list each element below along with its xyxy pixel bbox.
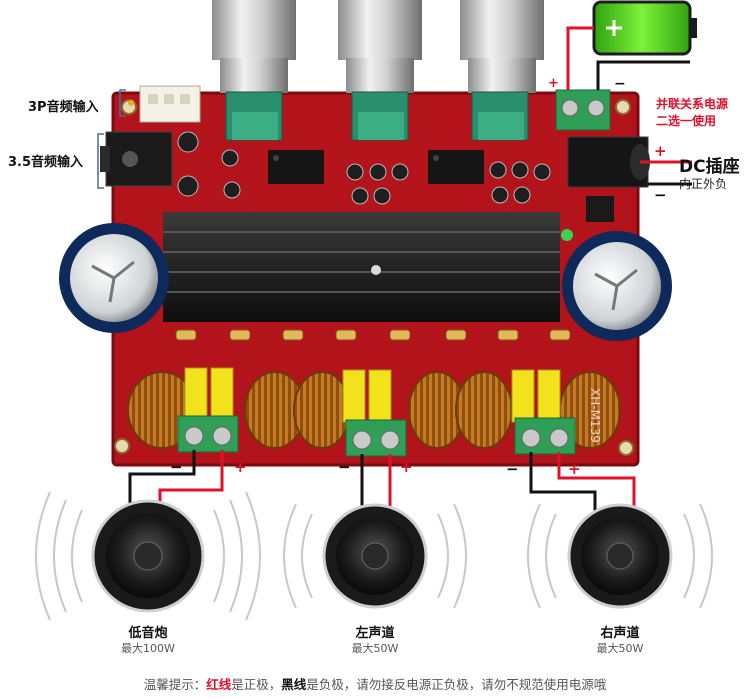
power-note-line2: 二选一使用	[656, 114, 717, 128]
sub-plus-sign: +	[234, 458, 247, 476]
battery-plus-sign: +	[548, 76, 559, 91]
power-wires	[566, 26, 692, 186]
filter-capacitor-left	[59, 223, 169, 333]
filter-capacitor-right	[562, 231, 672, 341]
speaker-subwoofer-power: 最大100W	[121, 642, 175, 655]
speaker-left-name: 左声道	[355, 626, 395, 641]
left-minus-sign: −	[338, 458, 351, 476]
speaker-left	[322, 503, 428, 609]
speaker-subwoofer	[91, 499, 205, 613]
input-pointers	[128, 100, 134, 106]
chip-left	[268, 150, 324, 184]
diode	[586, 196, 614, 222]
heatsink	[163, 212, 560, 322]
dc-plus-sign: +	[654, 142, 667, 160]
footer-part2: 是负极，请勿接反电源正负极，请勿不规范使用电源哦	[306, 677, 607, 692]
label-3p-input: 3P音频输入	[28, 100, 99, 115]
terminal-right[interactable]	[514, 417, 576, 455]
volume-knob[interactable]	[212, 0, 296, 141]
bass-knob[interactable]	[338, 0, 422, 141]
chip-right	[428, 150, 484, 184]
3p-audio-connector[interactable]	[139, 85, 201, 123]
sound-waves	[35, 491, 713, 621]
right-minus-sign: −	[506, 460, 519, 478]
35mm-audio-jack[interactable]	[100, 131, 173, 187]
power-note-line1: 并联关系电源	[656, 97, 729, 111]
speaker-subwoofer-name: 低音炮	[128, 626, 168, 641]
input-brackets	[97, 89, 126, 189]
treble-knob[interactable]	[460, 0, 544, 141]
power-led	[561, 229, 573, 241]
sub-minus-sign: −	[170, 458, 183, 476]
footer-prefix: 温馨提示：	[143, 677, 207, 692]
dc-jack[interactable]	[567, 136, 650, 188]
right-plus-sign: +	[568, 460, 581, 478]
speaker-right-name: 右声道	[600, 626, 640, 641]
dc-polarity-label: 内正外负	[679, 177, 728, 191]
label-35-input: 3.5音频输入	[8, 155, 84, 170]
footer-red-wire: 红线	[206, 677, 232, 692]
battery-minus-sign: −	[614, 76, 626, 92]
speaker-right-power: 最大50W	[596, 642, 644, 655]
board-model: XH-M139	[588, 388, 602, 443]
footer-part1: 是正极，	[231, 677, 282, 692]
terminal-left[interactable]	[345, 419, 407, 457]
speaker-right	[567, 503, 673, 609]
small-capacitors	[177, 131, 551, 205]
dc-minus-sign: −	[654, 186, 667, 204]
mounting-holes	[114, 99, 634, 456]
speaker-left-power: 最大50W	[351, 642, 399, 655]
footer-black-wire: 黑线	[281, 677, 307, 692]
terminal-subwoofer[interactable]	[177, 415, 239, 453]
resistor-row	[175, 329, 571, 341]
left-plus-sign: +	[400, 458, 413, 476]
battery-icon	[592, 0, 697, 56]
dc-socket-label: DC插座	[679, 157, 740, 177]
power-terminal[interactable]	[555, 89, 611, 131]
footer-tip: 温馨提示：红线是正极，黑线是负极，请勿接反电源正负极，请勿不规范使用电源哦	[0, 674, 750, 693]
